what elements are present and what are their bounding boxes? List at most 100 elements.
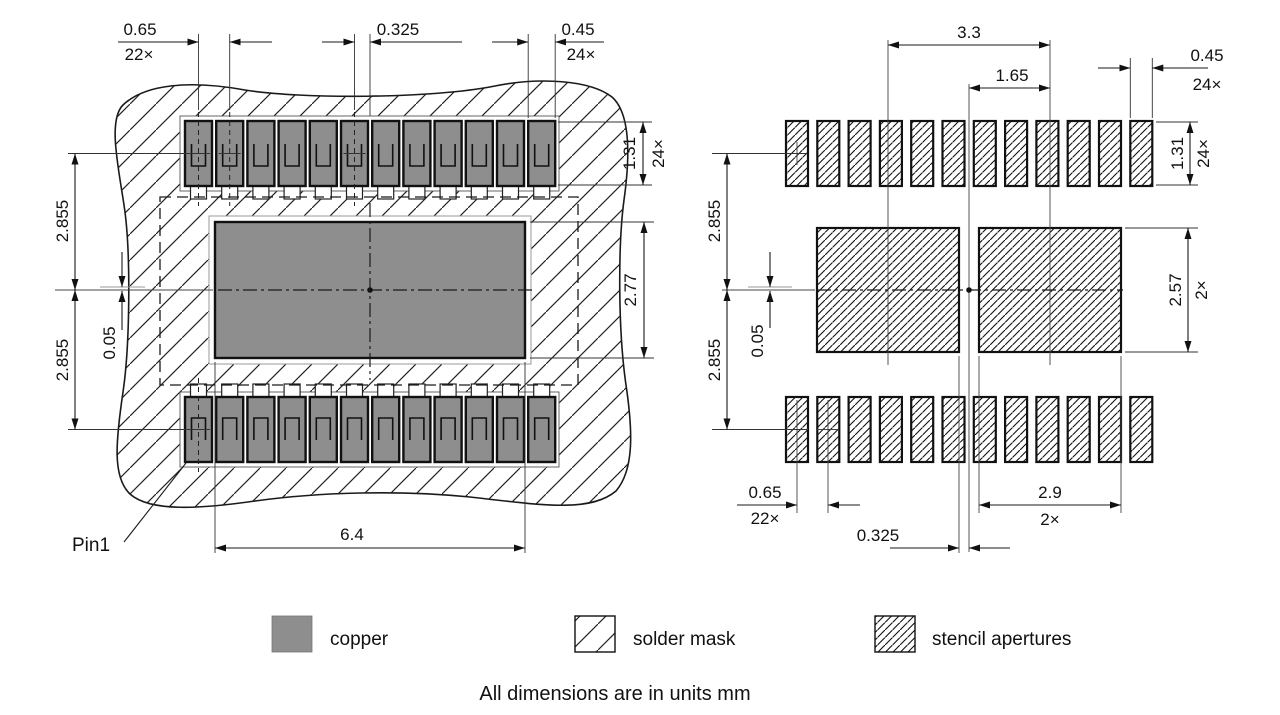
- dim-pitch-count: 22×: [125, 45, 154, 64]
- center-mark: [367, 287, 373, 293]
- mask-tooth: [439, 383, 457, 398]
- dim-pitch-count: 22×: [751, 509, 780, 528]
- board-outline: [114, 80, 632, 509]
- dim-aperture-offset: 1.65: [995, 66, 1028, 85]
- stencil-aperture: [1066, 119, 1091, 188]
- copper-pad: [527, 119, 557, 188]
- dim-thermal-aperture-height-count: 2×: [1192, 280, 1211, 299]
- mask-tooth: [501, 383, 520, 398]
- dim-thermal-height: 2.77: [621, 273, 640, 306]
- mask-tooth: [408, 383, 426, 398]
- dim-pitch: 0.65: [748, 483, 781, 502]
- dim-aperture-width: 0.45: [1190, 46, 1223, 65]
- stencil-aperture: [910, 119, 935, 188]
- copper-pad: [246, 395, 276, 464]
- right-dimensions: 3.3 1.65 0.45 24× 1.31 24× 2.57 2×: [705, 23, 1224, 552]
- stencil-aperture: [847, 395, 872, 464]
- lead-mark: [440, 144, 456, 167]
- copper-pad: [495, 395, 526, 464]
- stencil-aperture: [1003, 395, 1029, 464]
- lead-mark: [533, 144, 550, 167]
- mask-tooth: [314, 383, 332, 398]
- dim-row-offset-top: 2.855: [53, 200, 72, 243]
- dim-row-offset-bottom: 2.855: [53, 339, 72, 382]
- copper-pad: [464, 395, 494, 464]
- left-footprint-view: 0.65 22× 0.325 0.45 24× 1.31 24×: [53, 20, 668, 556]
- stencil-aperture: [1003, 119, 1029, 188]
- dim-center-gap: 0.325: [857, 526, 900, 545]
- mask-tooth: [533, 383, 551, 398]
- lead-mark: [471, 144, 488, 167]
- lead-mark: [471, 417, 488, 440]
- lead-mark: [315, 417, 332, 440]
- stencil-aperture: [1066, 395, 1091, 464]
- left-dimensions: 0.65 22× 0.325 0.45 24× 1.31 24×: [53, 20, 668, 556]
- copper-pads: [183, 112, 557, 472]
- dim-thermal-width: 6.4: [340, 525, 364, 544]
- stencil-aperture: [972, 119, 997, 188]
- lead-mark: [284, 144, 300, 167]
- legend-copper-label: copper: [330, 629, 389, 650]
- mask-tooth: [470, 383, 488, 398]
- copper-pad: [371, 395, 401, 464]
- dim-pad-width: 0.45: [561, 20, 594, 39]
- copper-pad: [308, 395, 338, 464]
- lead-mark: [502, 144, 519, 167]
- stencil-aperture: [1097, 119, 1123, 188]
- stencil-aperture: [1129, 395, 1154, 464]
- lead-mark: [221, 417, 238, 440]
- lead-mark: [346, 417, 363, 440]
- dim-row-offset-top: 2.855: [705, 200, 724, 243]
- dim-paste-offset: 0.05: [748, 324, 767, 357]
- stencil-aperture: [816, 119, 841, 188]
- stencil-aperture: [878, 119, 904, 188]
- lead-mark: [409, 417, 425, 440]
- copper-pad: [308, 119, 338, 188]
- dim-aperture-height-count: 24×: [1194, 139, 1213, 168]
- copper-pad: [371, 119, 401, 188]
- lead-mark: [284, 417, 300, 440]
- mask-tooth: [221, 383, 239, 398]
- copper-pad: [339, 395, 370, 464]
- dim-thermal-aperture-width: 2.9: [1038, 483, 1062, 502]
- legend: copper solder mask stencil apertures: [271, 615, 1071, 653]
- dim-pitch: 0.65: [123, 20, 156, 39]
- footer-note: All dimensions are in units mm: [479, 683, 750, 705]
- copper-pad: [402, 119, 432, 188]
- mask-tooth: [377, 383, 395, 398]
- copper-pad: [402, 395, 432, 464]
- copper-pad: [246, 119, 276, 188]
- dim-thermal-aperture-width-count: 2×: [1040, 510, 1059, 529]
- dim-pad-width-count: 24×: [567, 45, 596, 64]
- mask-tooth: [283, 383, 301, 398]
- dim-aperture-span: 3.3: [957, 23, 981, 42]
- stencil-aperture: [847, 119, 872, 188]
- pin1-label: Pin1: [72, 535, 110, 556]
- copper-pad: [464, 119, 494, 188]
- dim-thermal-aperture-height: 2.57: [1166, 273, 1185, 306]
- mask-tooth: [252, 383, 270, 398]
- dim-half-pitch: 0.325: [377, 20, 420, 39]
- lead-mark: [409, 144, 425, 167]
- solder-mask-swatch: [574, 615, 616, 653]
- stencil-aperture: [1035, 119, 1060, 188]
- lead-mark: [253, 417, 269, 440]
- copper-pad: [495, 119, 526, 188]
- dim-aperture-width-count: 24×: [1193, 75, 1222, 94]
- stencil-aperture: [1129, 119, 1154, 188]
- center-mark: [966, 287, 972, 293]
- lead-mark: [502, 417, 519, 440]
- lead-mark: [253, 144, 269, 167]
- dim-aperture-height: 1.31: [1168, 137, 1187, 170]
- lead-mark: [440, 417, 456, 440]
- legend-stencil-label: stencil apertures: [932, 629, 1071, 650]
- stencil-aperture: [972, 395, 997, 464]
- legend-solder-mask-label: solder mask: [633, 629, 736, 650]
- copper-pad: [433, 119, 463, 188]
- copper-pad: [277, 119, 307, 188]
- lead-mark: [377, 417, 394, 440]
- lead-mark: [315, 144, 332, 167]
- mask-tooth: [345, 383, 364, 398]
